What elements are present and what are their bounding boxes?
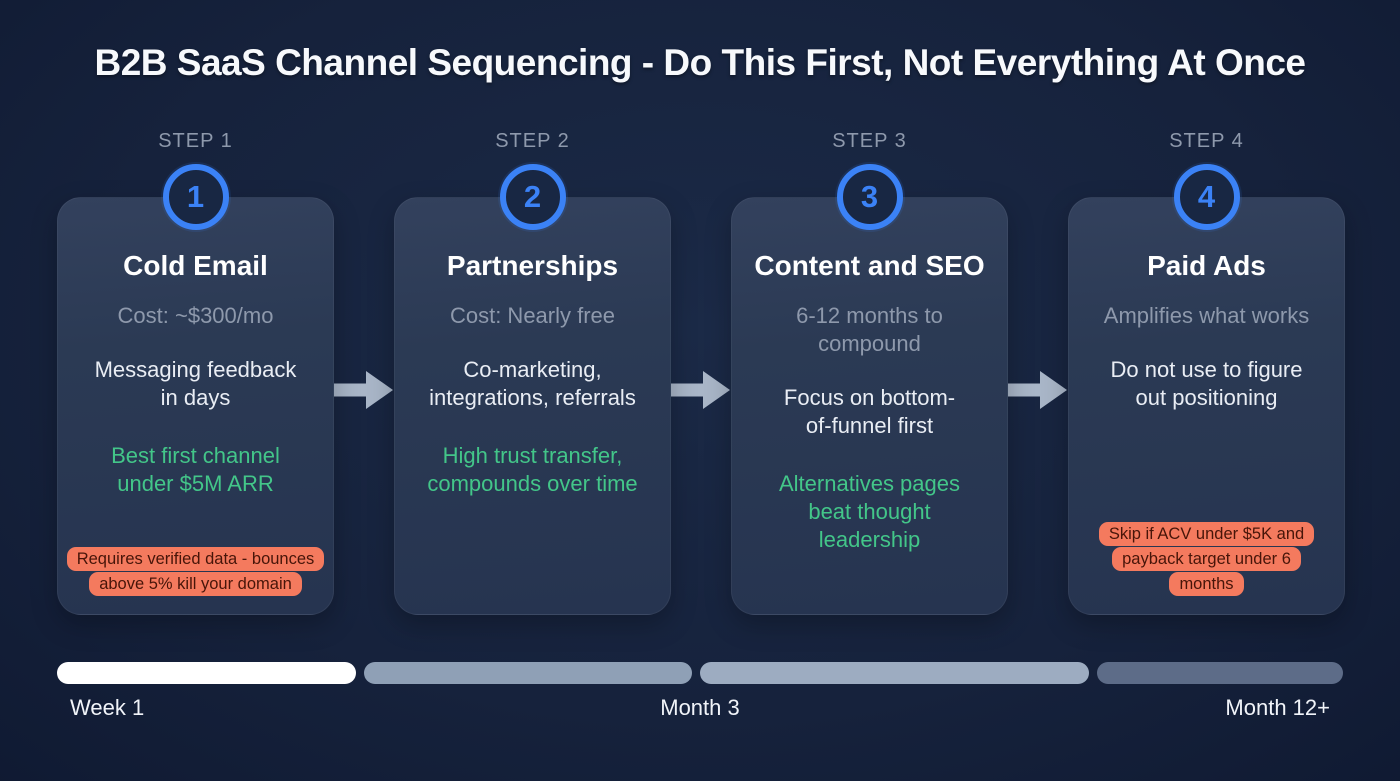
step-number-2: 2 <box>523 179 542 214</box>
timeline-label-month-3: Month 3 <box>660 695 740 720</box>
step-number-badge-4: 4 <box>1173 164 1240 230</box>
card-body: Co-marketing, integrations, referrals <box>429 357 636 410</box>
card-body: Messaging feedback in days <box>94 357 297 410</box>
card-highlight: Best first channel under $5M ARR <box>111 443 280 496</box>
step-card-partnerships: Partnerships Cost: Nearly free Co-market… <box>394 197 671 615</box>
arrow-right-icon <box>671 371 730 409</box>
step-column-1: STEP 1 1 Cold Email Cost: ~$300/mo Messa… <box>57 129 334 615</box>
step-number-badge-3: 3 <box>836 164 903 230</box>
card-body: Do not use to figure out positioning <box>1110 357 1303 410</box>
step-label-1: STEP 1 <box>158 130 233 152</box>
card-title: Partnerships <box>446 250 619 281</box>
warning-badge-text: Requires verified data - bounces above 5… <box>66 546 325 596</box>
step-label-3: STEP 3 <box>832 130 907 152</box>
step-number-1: 1 <box>186 179 205 214</box>
step-label-4: STEP 4 <box>1169 130 1244 152</box>
card-title: Content and SEO <box>754 250 985 281</box>
step-card-paid-ads: Paid Ads Amplifies what works Do not use… <box>1068 197 1345 615</box>
page-title: B2B SaaS Channel Sequencing - Do This Fi… <box>94 42 1307 83</box>
card-subtitle: Amplifies what works <box>1103 303 1310 328</box>
step-column-2: STEP 2 2 Partnerships Cost: Nearly free … <box>394 129 671 615</box>
timeline-segment-3 <box>700 662 1089 684</box>
step-column-4: STEP 4 4 Paid Ads Amplifies what works D… <box>1068 129 1345 615</box>
card-highlight: Alternatives pages beat thought leadersh… <box>779 471 960 552</box>
arrow-right-icon <box>1008 371 1067 409</box>
card-subtitle: Cost: ~$300/mo <box>117 303 274 328</box>
step-column-3: STEP 3 3 Content and SEO 6-12 months to … <box>731 129 1008 615</box>
steps-row: STEP 1 1 Cold Email Cost: ~$300/mo Messa… <box>57 129 1345 615</box>
card-title: Cold Email <box>123 250 268 281</box>
card-body: Focus on bottom-of-funnel first <box>783 385 956 438</box>
step-number-4: 4 <box>1197 179 1216 214</box>
card-title: Paid Ads <box>1147 250 1266 281</box>
step-card-content-seo: Content and SEO 6-12 months to compound … <box>731 197 1008 615</box>
timeline-bar <box>57 662 1343 684</box>
step-number-badge-1: 1 <box>162 164 229 230</box>
step-number-3: 3 <box>860 179 879 214</box>
card-subtitle: 6-12 months to compound <box>796 303 943 356</box>
warning-badge: Skip if ACV under $5K and payback target… <box>1075 521 1338 597</box>
step-number-badge-2: 2 <box>499 164 566 230</box>
card-highlight: High trust transfer, compounds over time <box>427 443 638 496</box>
timeline-segment-1 <box>57 662 356 684</box>
timeline-label-month-12: Month 12+ <box>1225 695 1330 720</box>
arrow-right-icon <box>334 371 393 409</box>
step-card-cold-email: Cold Email Cost: ~$300/mo Messaging feed… <box>57 197 334 615</box>
timeline-segment-4 <box>1097 662 1343 684</box>
timeline-label-week-1: Week 1 <box>70 695 145 720</box>
timeline-segment-2 <box>364 662 692 684</box>
warning-badge: Requires verified data - bounces above 5… <box>64 546 327 597</box>
warning-badge-text: Skip if ACV under $5K and payback target… <box>1098 521 1315 596</box>
card-subtitle: Cost: Nearly free <box>449 303 616 328</box>
step-label-2: STEP 2 <box>495 130 570 152</box>
